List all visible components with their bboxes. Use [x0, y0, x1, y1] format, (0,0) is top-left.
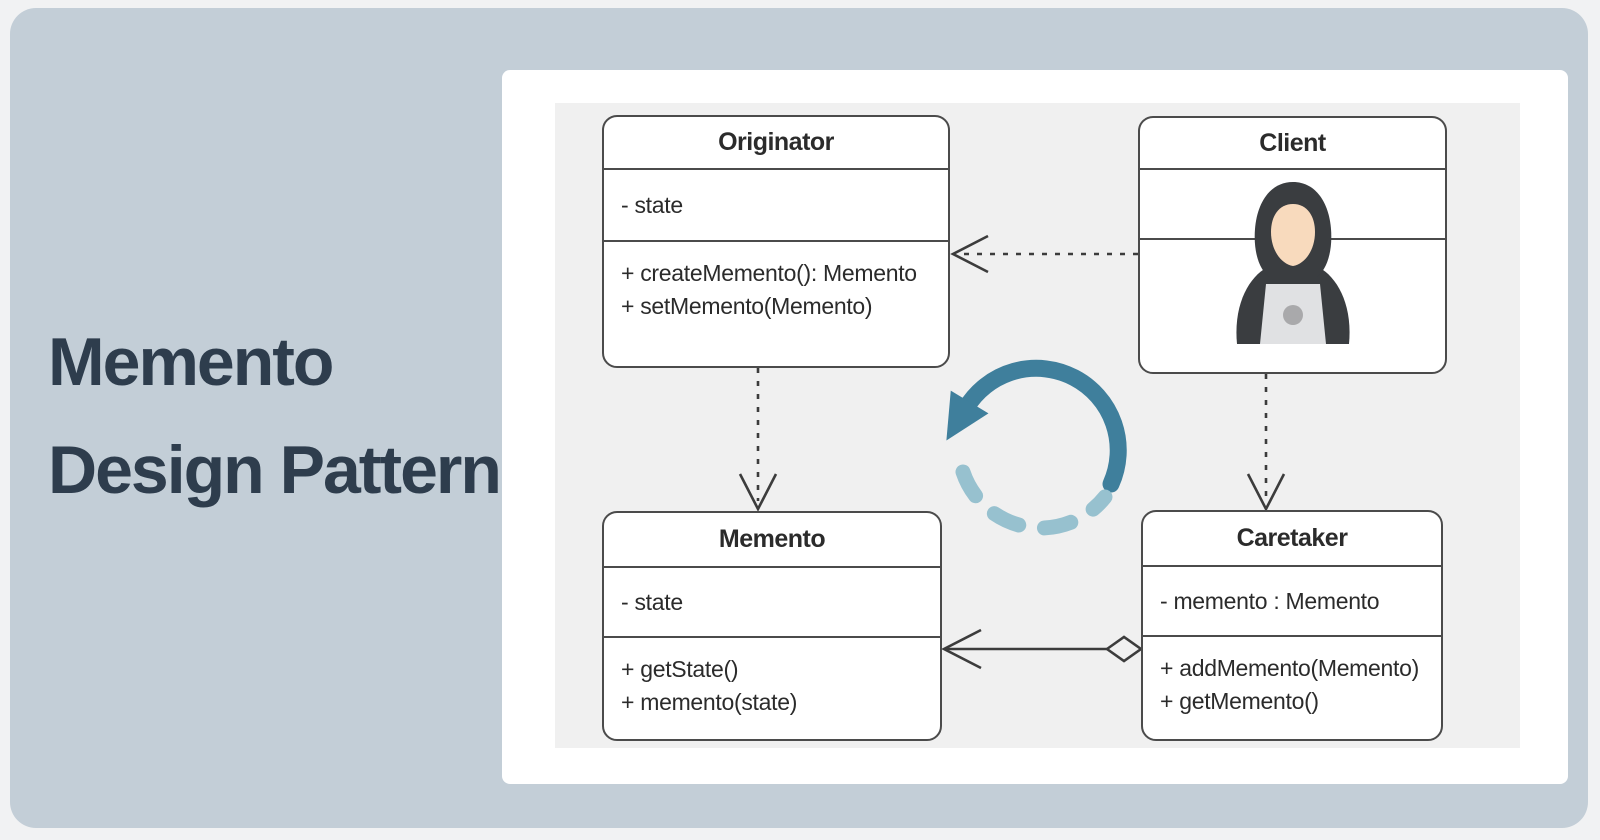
class-memento: Memento - state + getState() + memento(s… [602, 511, 942, 741]
method: + getMemento() [1160, 688, 1319, 714]
class-originator: Originator - state + createMemento(): Me… [602, 115, 950, 368]
method: + memento(state) [621, 689, 798, 715]
class-caretaker-methods: + addMemento(Memento) + getMemento() [1143, 637, 1441, 739]
page-title: Memento Design Pattern [48, 308, 502, 524]
connector-client-to-caretaker [1246, 374, 1286, 512]
background-card: Memento Design Pattern [10, 8, 1588, 828]
class-memento-attributes: - state [604, 568, 940, 638]
attribute: - state [621, 588, 683, 615]
uml-connectors [738, 234, 1286, 670]
diagram-panel: Originator - state + createMemento(): Me… [502, 70, 1568, 784]
method: + setMemento(Memento) [621, 293, 873, 319]
uml-diagram: Originator - state + createMemento(): Me… [555, 103, 1520, 748]
method: + createMemento(): Memento [621, 260, 917, 286]
method: + addMemento(Memento) [1160, 655, 1419, 681]
class-caretaker-attributes: - memento : Memento [1143, 567, 1441, 637]
attribute: - state [621, 191, 683, 218]
class-caretaker-name: Caretaker [1143, 512, 1441, 567]
class-client-name: Client [1140, 118, 1445, 170]
class-caretaker: Caretaker - memento : Memento + addMemen… [1141, 510, 1443, 741]
method: + getState() [621, 656, 739, 682]
class-memento-methods: + getState() + memento(state) [604, 638, 940, 739]
class-originator-name: Originator [604, 117, 948, 170]
page-title-line2: Design Pattern [48, 432, 502, 508]
class-originator-attributes: - state [604, 170, 948, 242]
class-memento-name: Memento [604, 513, 940, 568]
attribute: - memento : Memento [1160, 587, 1380, 614]
circular-restore-arrow-icon [946, 359, 1127, 536]
connector-client-to-originator [950, 234, 1138, 274]
connector-originator-to-memento [738, 368, 778, 512]
connector-caretaker-to-memento [941, 628, 1144, 670]
hacker-icon [1235, 182, 1350, 344]
aggregation-diamond-icon [1104, 635, 1144, 663]
class-originator-methods: + createMemento(): Memento + setMemento(… [604, 242, 948, 366]
page-title-line1: Memento [48, 324, 334, 400]
class-client: Client [1138, 116, 1447, 374]
